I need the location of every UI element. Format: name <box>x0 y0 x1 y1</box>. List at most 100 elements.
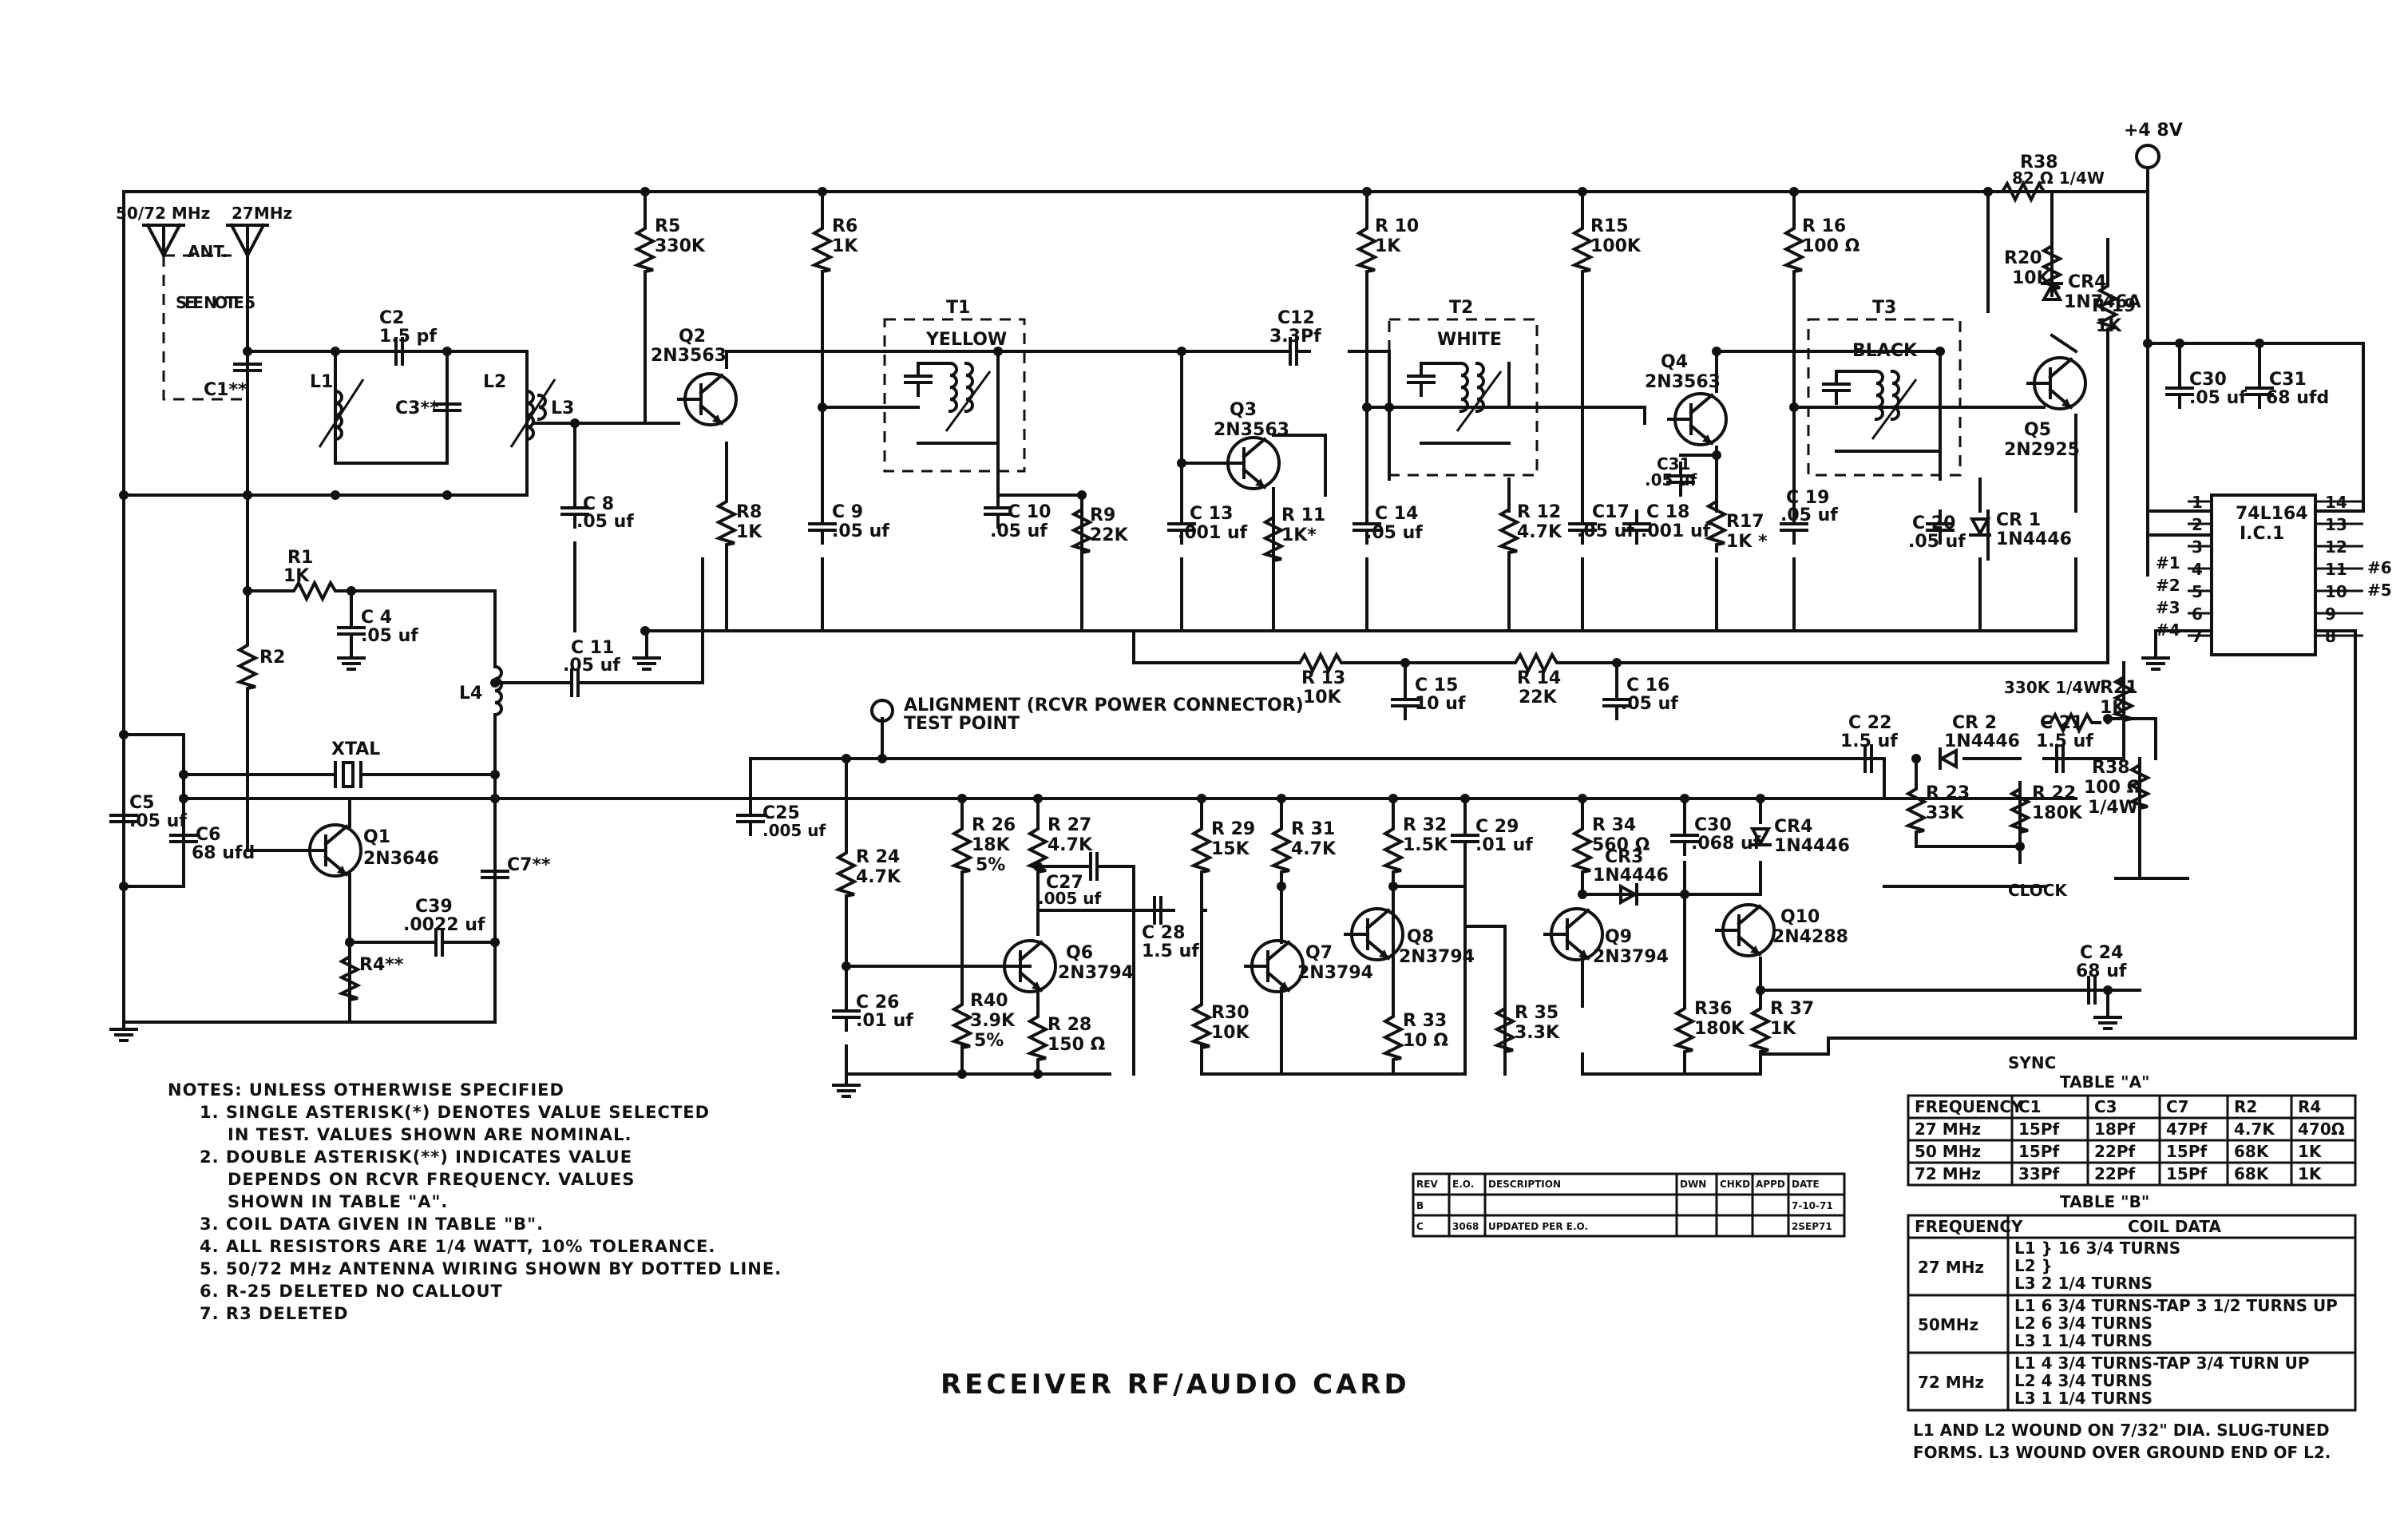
table-b-frame <box>1907 1214 2357 1412</box>
r13-ref: R 13 <box>1301 668 1345 688</box>
r330k-label: 330K 1/4W <box>2004 678 2101 697</box>
cr1-ref: CR 1 <box>1996 510 2041 530</box>
q4-type: 2N3563 <box>1645 372 1721 392</box>
r17-ref: R17 <box>1726 512 1764 532</box>
r16-ref: R 16 <box>1802 216 1846 236</box>
cr4a-ref: CR4 <box>2068 272 2106 292</box>
r14-value: 22K <box>1519 688 1558 707</box>
r14-ref: R 14 <box>1517 668 1561 688</box>
c19-value: .05 uf <box>1780 505 1838 525</box>
l4-ref: L4 <box>459 684 482 704</box>
r34-ref: R 34 <box>1592 815 1636 835</box>
table-b-header: COIL DATA <box>2128 1217 2221 1236</box>
transformer-t2: T2 WHITE <box>1407 298 1511 445</box>
transistor-q9: Q9 2N3794 <box>1543 907 1669 967</box>
c30a-ref: C30 <box>1694 815 1732 835</box>
c31a-value: .05 uf <box>1645 470 1697 489</box>
r35-value: 3.3K <box>1515 1023 1560 1043</box>
c9-value: .05 uf <box>832 521 889 541</box>
alignment-label-1: ALIGNMENT (RCVR POWER CONNECTOR) <box>904 696 1304 715</box>
transformer-t3: T3 BLACK <box>1822 298 1942 453</box>
r36-ref: R36 <box>1694 999 1733 1019</box>
r19-value: 1K <box>2096 316 2122 336</box>
table-a-cell: 22Pf <box>2094 1142 2135 1161</box>
c28-value: 1.5 uf <box>1142 941 1199 961</box>
r5-ref: R5 <box>655 216 680 236</box>
ic1-output-label: #4 <box>2156 620 2180 640</box>
antenna-27-label: 27MHz <box>232 204 292 223</box>
transistor-q8: Q8 2N3794 <box>1344 907 1475 967</box>
rev-cell: UPDATED PER E.O. <box>1488 1221 1588 1232</box>
table-a-cell: 27 MHz <box>1915 1120 1981 1139</box>
r27-value: 4.7K <box>1048 835 1093 855</box>
r19-ref: R 19 <box>2092 296 2136 316</box>
r15-value: 100K <box>1590 236 1642 256</box>
transistor-q3: Q3 2N3563 <box>1214 400 1289 490</box>
c8-value: .05 uf <box>576 512 634 532</box>
c5-ref: C5 <box>129 793 154 813</box>
table-a-cell: 22Pf <box>2094 1164 2135 1183</box>
junctions <box>119 187 2264 1079</box>
r31-value: 4.7K <box>1291 839 1337 859</box>
c31b-ref: C31 <box>2269 370 2307 390</box>
note-line: 1. SINGLE ASTERISK(*) DENOTES VALUE SELE… <box>200 1103 710 1122</box>
table-a-title: TABLE "A" <box>2060 1072 2150 1092</box>
q6-ref: Q6 <box>1066 943 1093 963</box>
capacitors: C1** C2 1.5 pf C3** C 4 .05 uf C5 .05 uf… <box>109 308 2329 1032</box>
r23-value: 33K <box>1926 803 1965 823</box>
r6-value: 1K <box>832 236 858 256</box>
r24-value: 4.7K <box>856 867 901 887</box>
c20-ref: C 20 <box>1912 513 1955 533</box>
q7-type: 2N3794 <box>1297 963 1373 983</box>
c28-ref: C 28 <box>1142 923 1185 943</box>
r38b-value: 100 Ω <box>2084 778 2142 798</box>
table-a-cell: 33Pf <box>2018 1164 2059 1183</box>
c7-ref: C7** <box>507 855 551 875</box>
antenna-ant-label: ANT. <box>188 242 228 261</box>
c15-ref: C 15 <box>1415 676 1458 696</box>
r33-ref: R 33 <box>1403 1011 1447 1031</box>
sync-label: SYNC <box>2008 1053 2056 1072</box>
cr4b-type: 1N4446 <box>1774 836 1850 856</box>
supply-label: +4 8V <box>2124 121 2183 141</box>
r17-value: 1K * <box>1726 532 1768 552</box>
transistor-q7: Q7 2N3794 <box>1244 939 1373 993</box>
r16-value: 100 Ω <box>1802 236 1860 256</box>
c2-value: 1.5 pf <box>379 327 437 347</box>
r23-ref: R 23 <box>1926 783 1970 803</box>
c30b-value: .05 uf <box>2189 388 2247 408</box>
r21-ref: R21 <box>2100 678 2138 698</box>
resistors: R5 330K R6 1K R8 1K R9 22K R 10 1K R 11 … <box>238 153 2149 1068</box>
antenna-5072: 50/72 MHz <box>116 204 210 260</box>
r32-ref: R 32 <box>1403 815 1447 835</box>
table-b-frequency: 72 MHz <box>1918 1373 1984 1392</box>
t1-color: YELLOW <box>925 330 1007 350</box>
note-line: 7. R3 DELETED <box>200 1304 349 1323</box>
table-b-coil-line: L2 4 3/4 TURNS <box>2014 1371 2153 1390</box>
c11-value: .05 uf <box>563 656 620 676</box>
notes-block: NOTES: UNLESS OTHERWISE SPECIFIED 1. SIN… <box>168 1080 781 1323</box>
c3-ref: C3** <box>395 398 439 418</box>
drawing-title: RECEIVER RF/AUDIO CARD <box>941 1369 1410 1401</box>
rev-cell: 2SEP71 <box>1792 1221 1832 1232</box>
q8-ref: Q8 <box>1407 927 1434 947</box>
rev-header: DESCRIPTION <box>1488 1179 1561 1190</box>
wiring <box>122 168 2365 1076</box>
c19-ref: C 19 <box>1786 488 1829 508</box>
r12-value: 4.7K <box>1517 522 1562 542</box>
rev-header: APPD <box>1756 1179 1785 1190</box>
note-line: 3. COIL DATA GIVEN IN TABLE "B". <box>200 1215 544 1234</box>
r32-value: 1.5K <box>1403 835 1448 855</box>
t3-ref: T3 <box>1872 298 1896 318</box>
rev-frame <box>1412 1172 1846 1238</box>
c25-ref: C25 <box>762 803 800 823</box>
l1-ref: L1 <box>310 372 333 392</box>
c4-ref: C 4 <box>361 608 392 628</box>
transistor-q2: Q2 2N3563 <box>651 327 738 426</box>
table-a-cell: 18Pf <box>2094 1120 2135 1139</box>
r20-ref: R20 <box>2004 248 2042 268</box>
ic1-ref: I.C.1 <box>2240 524 2284 544</box>
